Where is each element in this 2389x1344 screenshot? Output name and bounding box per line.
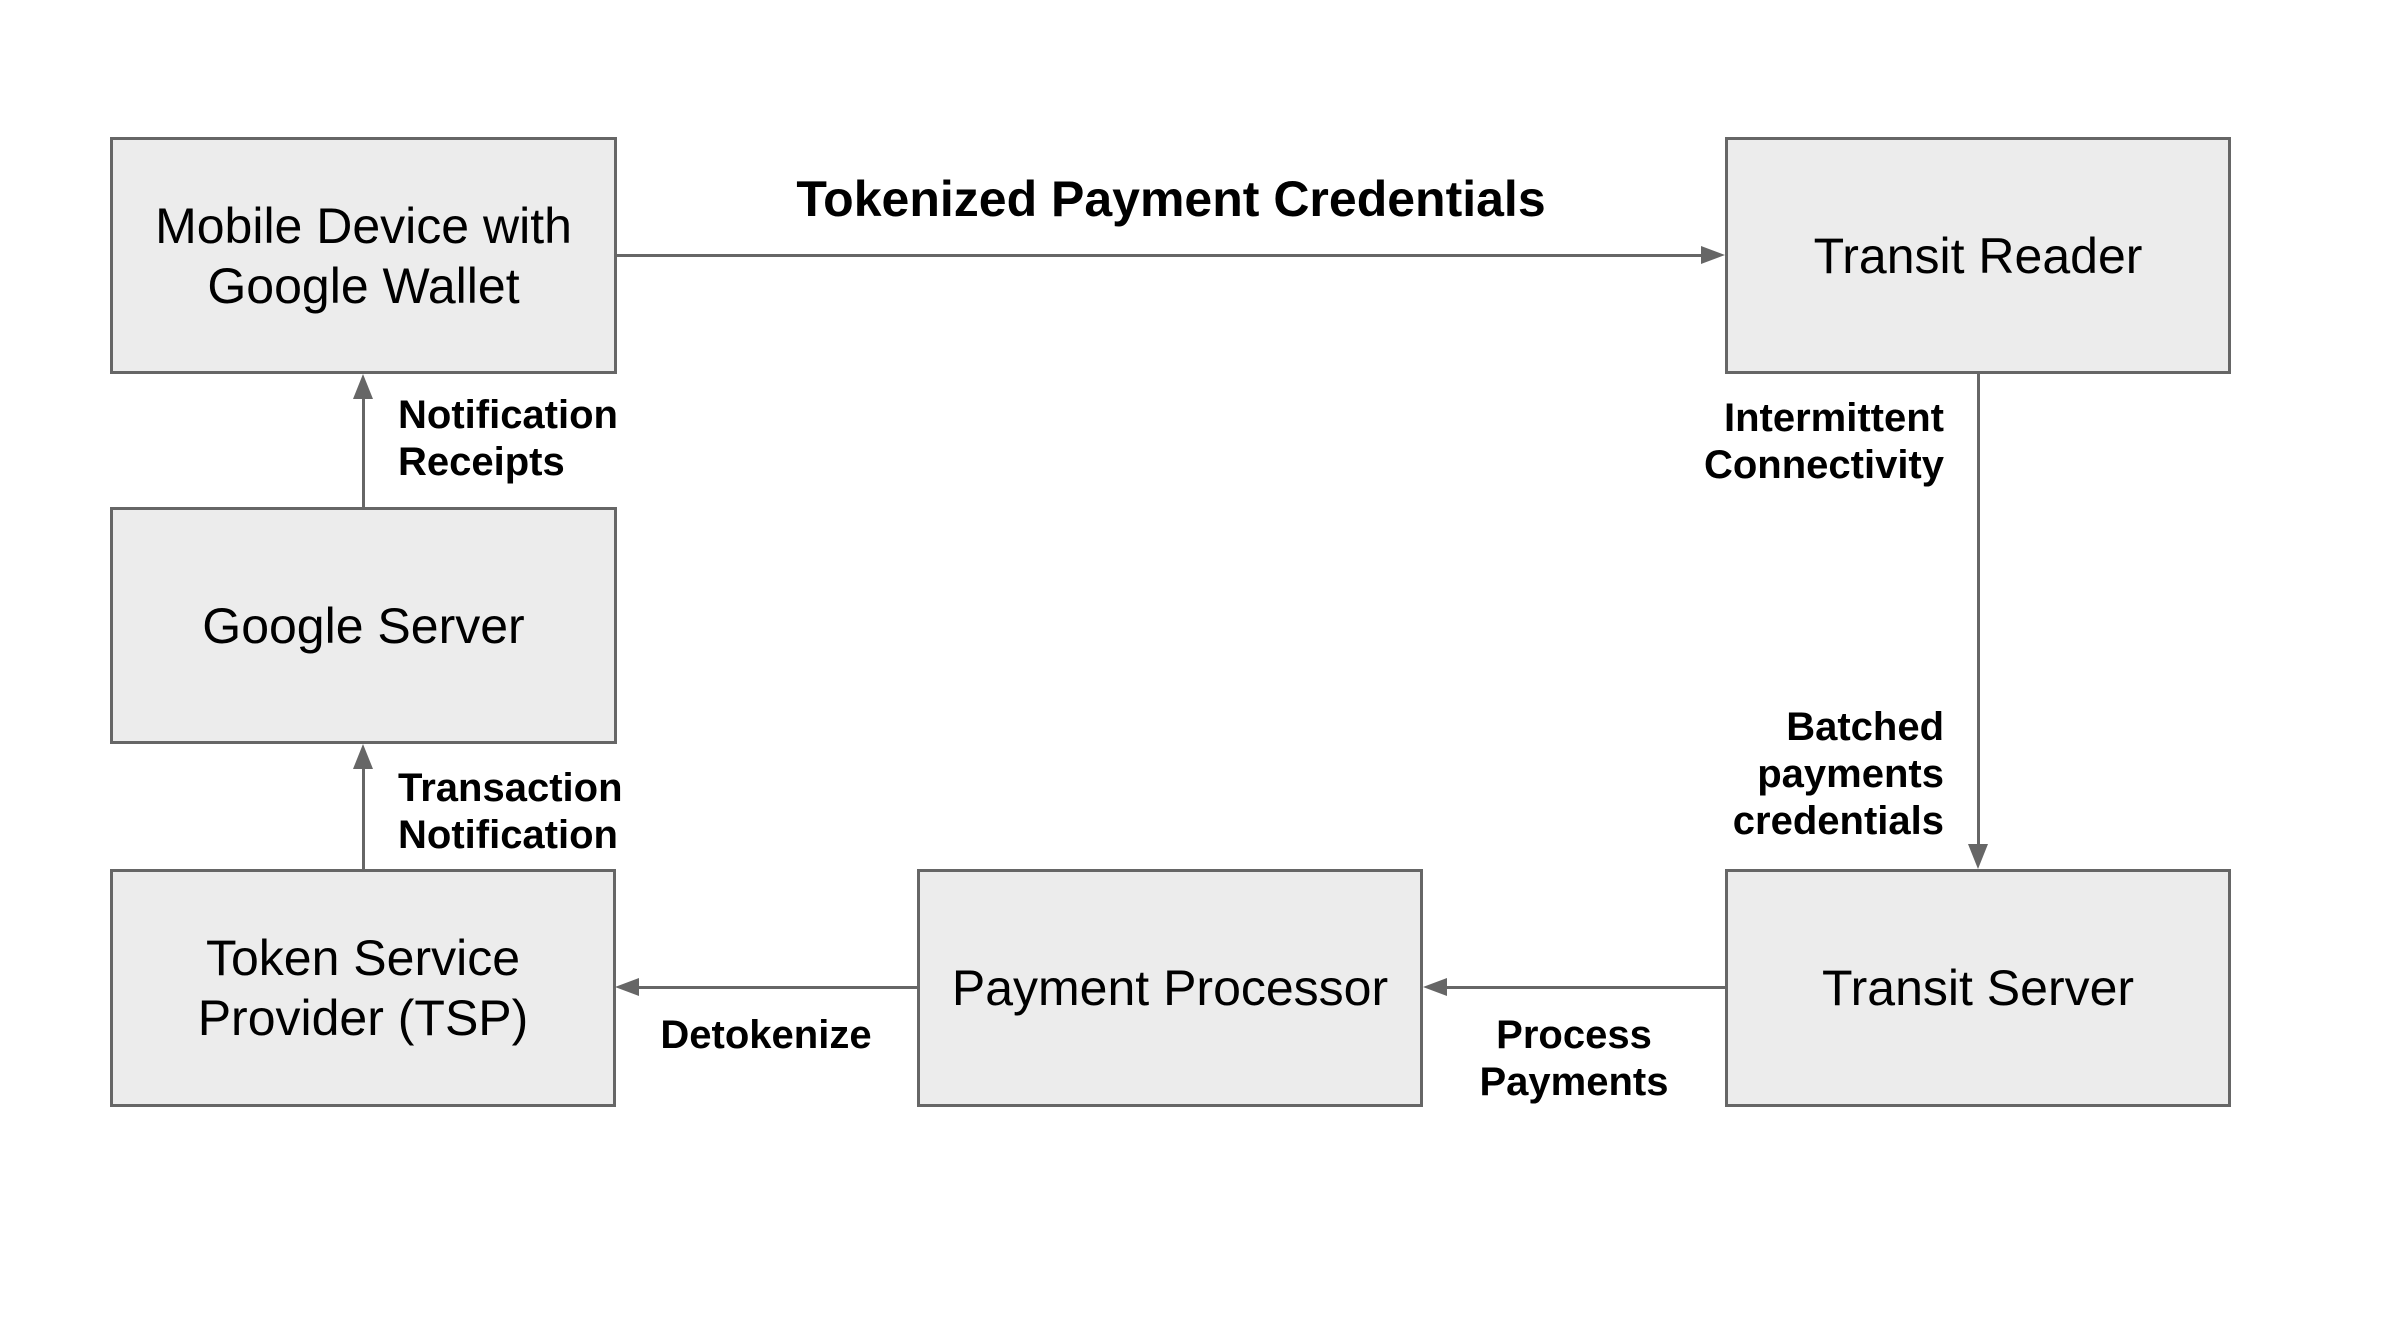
node-label-line: Transit Reader [1813,227,2143,284]
edge-label-line: Tokenized Payment Credentials [796,171,1546,227]
arrowhead-up-icon [353,374,373,399]
node-label-line: Payment Processor [951,960,1389,1016]
node-token-service-provider: Token Service Provider (TSP) [110,869,616,1107]
edge-label-line: Notification [398,813,618,857]
node-payment-processor: Payment Processor [917,869,1423,1107]
edge-label-line: Process [1496,1013,1652,1057]
edge-mobile-to-reader-line [617,254,1701,257]
edge-label-line: Notification [398,393,618,437]
node-label-line: Transit Server [1821,960,2135,1016]
edge-label-line: Transaction [398,766,623,810]
edge-label-line: payments [1757,752,1944,796]
arrowhead-down-icon [1968,844,1988,869]
edge-label-line: Batched [1786,705,1944,749]
edge-label-line: Intermittent [1724,396,1944,440]
edge-label-line: Receipts [398,440,565,484]
edge-label-line: credentials [1732,799,1944,843]
edge-label-tokenized-payment-credentials: Tokenized Payment Credentials [617,170,1725,228]
edge-label-line: Detokenize [660,1013,872,1057]
arrowhead-right-icon [1701,246,1725,264]
edge-label-line: Payments [1479,1060,1669,1104]
node-transit-reader: Transit Reader [1725,137,2231,374]
arrowhead-left-icon [615,978,639,996]
edge-label-detokenize: Detokenize [615,1012,917,1059]
edge-label-process-payments: Process Payments [1423,1012,1725,1106]
edge-google-server-to-mobile-line [362,399,365,507]
node-label-line: Mobile Device with [155,197,572,254]
edge-label-transaction-notification: Transaction Notification [398,765,623,859]
node-label-line: Google Server [202,597,525,654]
node-transit-server: Transit Server [1725,869,2231,1107]
edge-label-batched-payments-credentials: Batched payments credentials [1733,704,1944,845]
edge-label-notification-receipts: Notification Receipts [398,392,618,486]
node-label-line: Google Wallet [207,257,520,314]
edge-tsp-to-google-server-line [362,769,365,869]
node-google-server: Google Server [110,507,617,744]
node-label-line: Token Service [205,930,521,986]
edge-transit-server-to-processor-line [1447,986,1725,989]
edge-label-line: Connectivity [1703,443,1944,487]
node-label-line: Provider (TSP) [197,990,529,1046]
arrowhead-left-icon [1423,978,1447,996]
arrowhead-up-icon [353,744,373,769]
edge-reader-to-transit-server-line [1977,374,1980,844]
edge-processor-to-tsp-line [639,986,917,989]
edge-label-intermittent-connectivity: Intermittent Connectivity [1704,395,1944,489]
node-mobile-device-google-wallet: Mobile Device with Google Wallet [110,137,617,374]
